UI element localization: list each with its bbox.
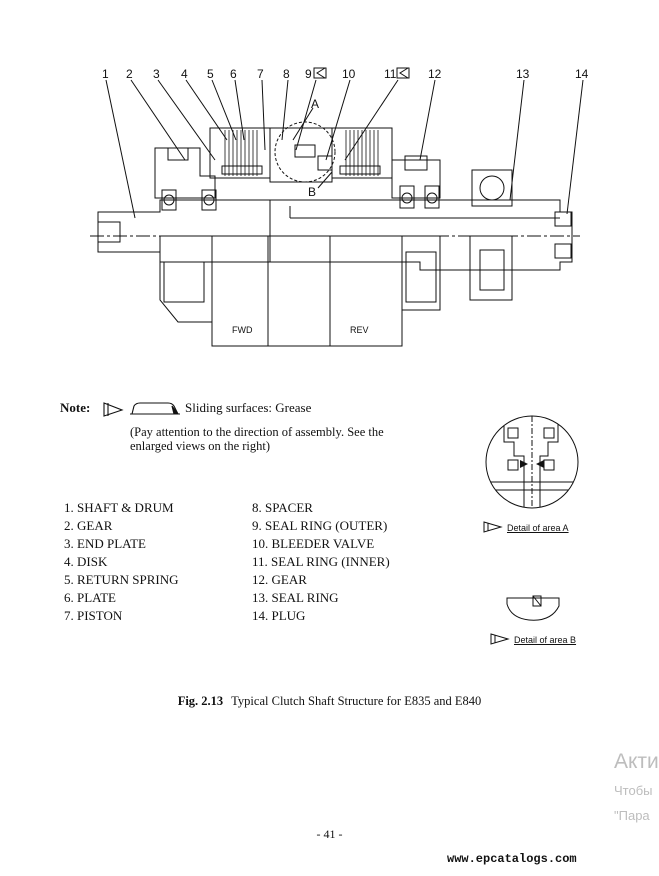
callout-6: 6 (230, 67, 237, 81)
page-number: - 41 - (316, 827, 343, 841)
note-sliding-text: Sliding surfaces: Grease (185, 400, 312, 415)
part-item: 7. PISTON (64, 608, 123, 623)
callout-3: 3 (153, 67, 160, 81)
part-item: 14. PLUG (252, 608, 306, 623)
part-item: 10. BLEEDER VALVE (252, 536, 375, 551)
callout-4: 4 (181, 67, 188, 81)
figure-number: Fig. 2.13 (177, 694, 224, 708)
watermark-line-3: "Пара (614, 808, 650, 823)
detail-a-caption: Detail of area A (507, 523, 569, 533)
part-item: 3. END PLATE (64, 536, 146, 551)
detail-a-flag-icon (483, 521, 503, 533)
callout-7: 7 (257, 67, 264, 81)
figure-title: Typical Clutch Shaft Structure for E835 … (231, 694, 482, 708)
callout-11: 11 (384, 67, 397, 81)
clutch-shaft-cross-section: 1 2 3 4 5 6 7 8 9 10 11 12 13 14 A B FWD… (90, 67, 589, 347)
callout-12: 12 (428, 67, 442, 81)
callout-14: 14 (575, 67, 589, 81)
part-item: 13. SEAL RING (252, 590, 339, 605)
detail-a-drawing (485, 415, 579, 509)
part-item: 9. SEAL RING (OUTER) (252, 518, 388, 533)
detail-b-drawing (506, 595, 560, 621)
figure-caption: Fig. 2.13 Typical Clutch Shaft Structure … (0, 694, 659, 709)
part-item: 12. GEAR (252, 572, 307, 587)
drum-label-fwd: FWD (232, 325, 253, 335)
drum-label-rev: REV (350, 325, 369, 335)
watermark-line-1: Акти (614, 750, 659, 773)
part-item: 11. SEAL RING (INNER) (252, 554, 390, 569)
parts-list-left: 1. SHAFT & DRUM 2. GEAR 3. END PLATE 4. … (64, 499, 179, 625)
callout-8: 8 (283, 67, 290, 81)
area-a-label: A (311, 97, 319, 111)
callout-10: 10 (342, 67, 356, 81)
callout-2: 2 (126, 67, 133, 81)
part-item: 2. GEAR (64, 518, 113, 533)
note-label: Note: (60, 400, 91, 415)
callout-5: 5 (207, 67, 214, 81)
detail-b-flag-icon (490, 633, 510, 645)
callout-1: 1 (102, 67, 109, 81)
callout-numbers: 1 2 3 4 5 6 7 8 9 10 11 12 13 14 A B FWD… (102, 67, 589, 335)
watermark-line-2: Чтобы (614, 783, 653, 798)
website-link[interactable]: www.epcatalogs.com (447, 852, 577, 866)
grease-flag-icon (103, 402, 180, 417)
detail-b-caption: Detail of area B (514, 635, 577, 645)
part-item: 4. DISK (64, 554, 108, 569)
note-attention-text: (Pay attention to the direction of assem… (130, 425, 384, 453)
grease-flag-markers (313, 67, 410, 79)
callout-13: 13 (516, 67, 530, 81)
area-b-label: B (308, 185, 316, 199)
callout-9: 9 (305, 67, 312, 81)
part-item: 1. SHAFT & DRUM (64, 500, 174, 515)
parts-list-right: 8. SPACER 9. SEAL RING (OUTER) 10. BLEED… (252, 499, 390, 625)
part-item: 5. RETURN SPRING (64, 572, 179, 587)
part-item: 8. SPACER (252, 500, 313, 515)
part-item: 6. PLATE (64, 590, 116, 605)
